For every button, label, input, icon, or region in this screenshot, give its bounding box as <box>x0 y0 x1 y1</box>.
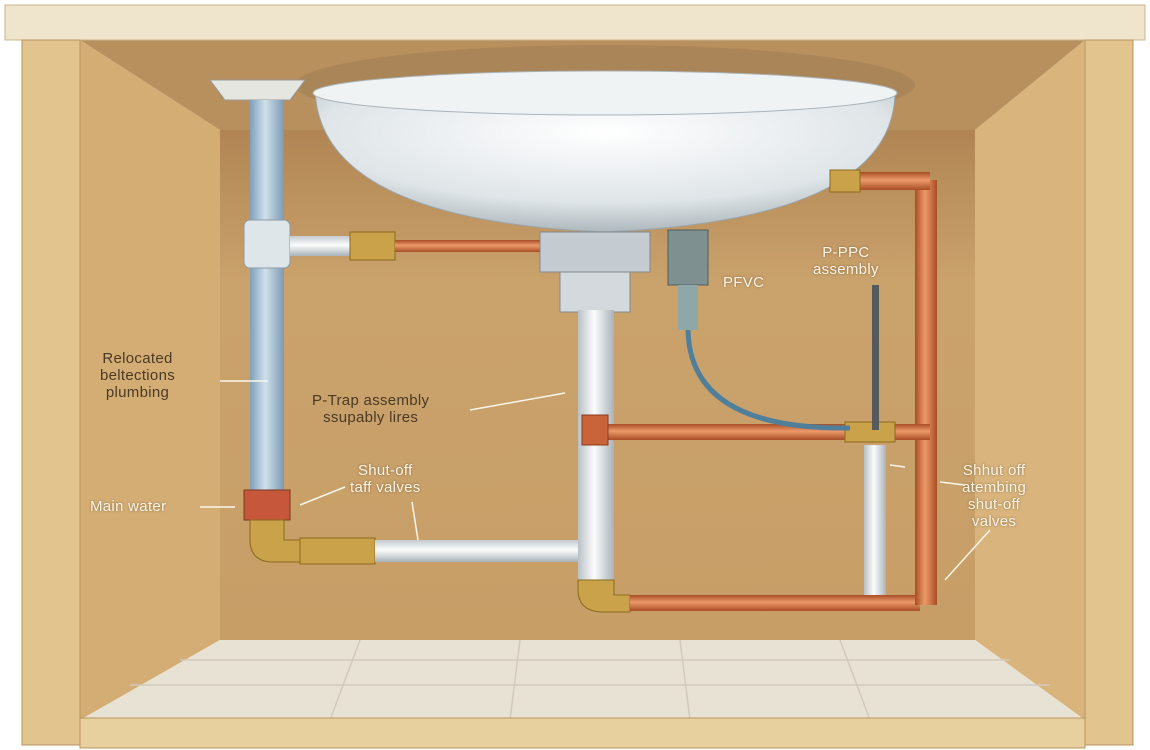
label-relocated-plumbing: Relocated beltections plumbing <box>100 350 175 401</box>
callout-arrows <box>200 380 991 581</box>
cabinet-bottom-board <box>79 717 1086 749</box>
label-line: Relocated <box>102 350 173 367</box>
drain-elbow <box>577 579 631 613</box>
label-line: taff valves <box>350 479 421 496</box>
gray-supply-stub <box>290 236 360 256</box>
brass-fitting <box>299 537 376 565</box>
floor-tile-lines <box>130 639 1050 721</box>
brass-middle-fitting <box>844 421 896 443</box>
copper-right-vertical <box>915 180 937 605</box>
right-side-wall <box>975 40 1085 720</box>
label-line: ssupably lires <box>323 409 419 426</box>
white-horizontal-pipe <box>375 540 585 562</box>
cabinet-top-board <box>4 4 1146 41</box>
left-side-wall <box>80 40 220 720</box>
label-line: shut-off <box>967 496 1021 513</box>
label-main-water: Main water <box>90 498 167 515</box>
dark-rod <box>872 285 879 430</box>
red-coupling <box>243 489 291 521</box>
label-line: P-PPC <box>822 244 870 261</box>
cabinet-floor <box>80 640 1085 720</box>
shutoff-valve-top <box>349 231 396 261</box>
label-line: Shhut off <box>962 462 1026 479</box>
label-line: P-Trap assembly <box>312 392 430 409</box>
label-pppc-assembly: P-PPC assembly <box>813 244 879 278</box>
drain-nut <box>559 271 631 313</box>
label-ptrap-assembly: P-Trap assembly ssupably lires <box>312 392 429 426</box>
blue-vertical-pipe <box>250 100 284 520</box>
vent-cap <box>209 79 306 101</box>
drain-vertical-pipe <box>578 310 614 590</box>
copper-bottom-pipe <box>630 595 920 611</box>
label-line: assembly <box>813 261 879 278</box>
blue-hose <box>685 329 851 431</box>
label-pfvc: PFVC <box>723 274 765 291</box>
tee-fitting <box>243 219 291 269</box>
copper-top-horizontal <box>840 172 930 190</box>
drain-flange <box>539 231 651 273</box>
copper-supply-top <box>395 240 555 252</box>
label-shutoff-left: Shut-off taff valves <box>350 462 421 496</box>
pvc-connector <box>667 229 709 286</box>
gray-valve-column <box>864 445 886 595</box>
brass-elbow-left <box>249 519 301 563</box>
cabinet-left-frame <box>21 39 81 746</box>
cabinet-right-frame <box>1084 39 1134 746</box>
brass-top-fitting <box>829 169 861 193</box>
copper-left-stub <box>581 414 609 446</box>
pvc-pipe <box>678 285 698 330</box>
label-line: valves <box>971 513 1017 530</box>
label-shutoff-right: Shhut off atembing shut-off valves <box>962 462 1026 530</box>
sink-rim <box>312 70 898 116</box>
label-line: beltections <box>100 367 176 384</box>
label-line: plumbing <box>105 384 170 401</box>
label-line: Shut-off <box>357 462 413 479</box>
label-line: atembing <box>962 479 1027 496</box>
